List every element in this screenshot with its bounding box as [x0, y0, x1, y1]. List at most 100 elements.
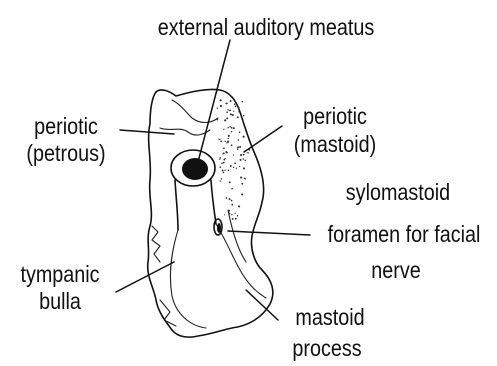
stipple-dot	[243, 167, 245, 169]
stipple-dot	[244, 178, 245, 179]
label-stylomastoid-line3: nerve	[371, 258, 420, 284]
bulla-suture	[216, 224, 266, 298]
stipple-dot	[241, 183, 243, 185]
label-periotic-mastoid-line2: (mastoid)	[294, 132, 376, 158]
stipple-dot	[234, 213, 235, 214]
stipple-dot	[238, 111, 239, 112]
periotic-bone-illustration	[148, 89, 273, 337]
stipple-dot	[231, 131, 232, 132]
stipple-dot	[237, 116, 239, 118]
stipple-dot	[220, 99, 222, 101]
stipple-dot	[231, 188, 233, 190]
stipple-dot	[231, 214, 232, 215]
leader-tympanic-bulla	[116, 262, 174, 292]
mastoid-stipple-texture	[217, 99, 251, 220]
stipple-dot	[238, 205, 240, 207]
stipple-dot	[223, 162, 225, 164]
stipple-dot	[237, 146, 239, 148]
stipple-dot	[231, 200, 233, 202]
stipple-dot	[244, 159, 246, 161]
stipple-dot	[243, 154, 245, 156]
bulla-jagged-edge	[152, 226, 160, 262]
stipple-dot	[228, 135, 230, 137]
stipple-dot	[243, 158, 244, 159]
stipple-dot	[223, 129, 224, 130]
label-tympanic-bulla-line1: tympanic	[20, 262, 99, 288]
stipple-dot	[238, 107, 240, 109]
stipple-dot	[233, 111, 234, 112]
stipple-dot	[217, 108, 218, 109]
stipple-dot	[239, 146, 241, 148]
stipple-dot	[224, 141, 225, 142]
stipple-dot	[222, 153, 223, 154]
stipple-dot	[225, 151, 227, 153]
mastoid-ridge	[228, 210, 246, 262]
stipple-dot	[221, 178, 222, 179]
stipple-dot	[222, 169, 224, 171]
stipple-dot	[232, 218, 234, 220]
stipple-dot	[239, 131, 241, 133]
stipple-dot	[227, 127, 229, 129]
stipple-dot	[233, 167, 234, 168]
stipple-dot	[237, 215, 238, 216]
label-mastoid-process-line1: mastoid	[295, 305, 364, 331]
stipple-dot	[235, 105, 237, 107]
leader-periotic-petrous	[120, 130, 174, 134]
stipple-dot	[232, 114, 234, 116]
stipple-dot	[217, 119, 219, 121]
label-mastoid-process-line2: process	[292, 336, 361, 362]
stipple-dot	[240, 154, 242, 156]
stipple-dot	[228, 169, 230, 171]
stipple-dot	[227, 103, 228, 104]
stipple-dot	[220, 105, 222, 107]
stipple-dot	[219, 139, 220, 140]
stipple-dot	[231, 127, 233, 129]
stipple-dot	[231, 204, 233, 206]
stipple-dot	[219, 166, 221, 168]
stipple-dot	[220, 157, 222, 159]
stipple-dot	[237, 149, 238, 150]
bone-outline	[148, 89, 273, 337]
stipple-dot	[240, 177, 242, 179]
stipple-dot	[224, 170, 225, 171]
diagram-labels: external auditory meatus periotic (petro…	[20, 15, 480, 362]
stipple-dot	[227, 109, 228, 110]
leader-lines	[116, 40, 310, 320]
stipple-dot	[220, 140, 222, 142]
stipple-dot	[233, 154, 234, 155]
label-periotic-petrous-line2: (petrous)	[26, 141, 105, 167]
label-periotic-mastoid-line1: periotic	[303, 104, 367, 130]
stipple-dot	[226, 117, 228, 119]
stipple-dot	[223, 172, 225, 174]
stipple-dot	[223, 159, 225, 161]
stipple-dot	[224, 119, 226, 121]
stipple-dot	[241, 193, 243, 195]
stipple-dot	[239, 159, 241, 161]
meatus-tube-left	[175, 180, 178, 230]
stipple-dot	[227, 138, 228, 139]
bulla-contour	[170, 230, 206, 328]
label-periotic-petrous-line1: periotic	[34, 114, 98, 140]
stipple-dot	[229, 181, 231, 183]
stipple-dot	[234, 103, 236, 105]
stipple-dot	[230, 100, 232, 102]
stipple-dot	[238, 139, 240, 141]
stipple-dot	[229, 198, 231, 200]
stipple-dot	[226, 197, 228, 199]
label-stylomastoid-line1: sylomastoid	[346, 180, 450, 206]
stipple-dot	[233, 127, 235, 129]
stipple-dot	[228, 213, 230, 215]
stipple-dot	[242, 101, 243, 102]
stylomastoid-foramen-hole	[217, 223, 221, 233]
stipple-dot	[234, 162, 236, 164]
stipple-dot	[219, 159, 220, 160]
stipple-dot	[230, 165, 232, 167]
stipple-dot	[247, 152, 248, 153]
stipple-dot	[230, 113, 232, 115]
stipple-dot	[223, 147, 225, 149]
stipple-dot	[243, 136, 245, 138]
stipple-dot	[226, 111, 228, 113]
stipple-dot	[248, 152, 249, 153]
label-external-auditory-meatus: external auditory meatus	[158, 15, 374, 41]
